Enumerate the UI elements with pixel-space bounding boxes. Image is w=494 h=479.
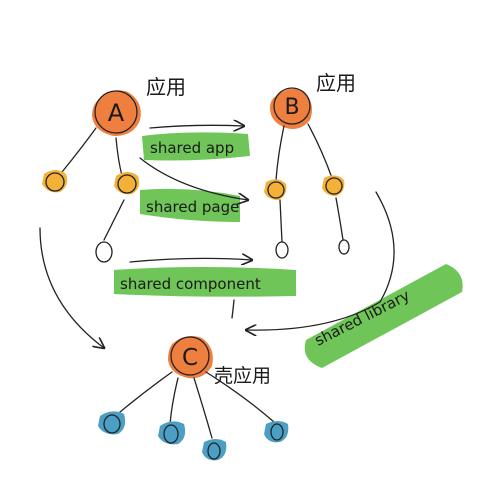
edges-b <box>275 123 344 243</box>
node-b: B 应用 <box>270 71 356 129</box>
node-b-grandchild-2 <box>338 239 350 255</box>
node-c-letter: C <box>182 345 198 371</box>
label-shared-page: shared page <box>146 198 239 216</box>
highlight-shared-app <box>142 132 250 161</box>
node-c-child-2 <box>158 421 186 445</box>
node-a-child-1 <box>42 170 68 193</box>
arrow-shared-page <box>139 157 248 200</box>
arrow-a-to-c <box>39 227 104 348</box>
node-b-label: 应用 <box>316 71 356 95</box>
node-c-child-3 <box>202 439 227 461</box>
highlight-shared-library <box>304 264 463 368</box>
node-c: C 壳应用 <box>168 336 271 387</box>
arrow-shared-component <box>129 258 252 262</box>
node-c-child-1 <box>98 411 126 435</box>
highlight-shared-page <box>140 188 240 222</box>
arrow-b-to-c <box>246 191 395 330</box>
node-a-grandchild <box>95 241 113 263</box>
node-c-child-4 <box>264 421 289 443</box>
arrow-component-down <box>231 299 235 319</box>
node-a-child-2 <box>114 172 140 195</box>
node-a-label: 应用 <box>146 75 186 99</box>
node-b-child-2 <box>322 175 345 196</box>
arrow-shared-app <box>149 125 244 128</box>
label-shared-component: shared component <box>120 275 261 293</box>
highlight-shared-component <box>114 267 296 297</box>
node-b-grandchild-1 <box>275 241 289 259</box>
node-a-letter: A <box>108 99 125 127</box>
edges-c <box>119 371 275 439</box>
node-b-child-1 <box>264 179 287 200</box>
label-shared-app: shared app <box>150 139 234 157</box>
node-c-label: 壳应用 <box>214 365 271 387</box>
node-b-letter: B <box>284 95 299 120</box>
node-a: A 应用 <box>92 75 186 136</box>
